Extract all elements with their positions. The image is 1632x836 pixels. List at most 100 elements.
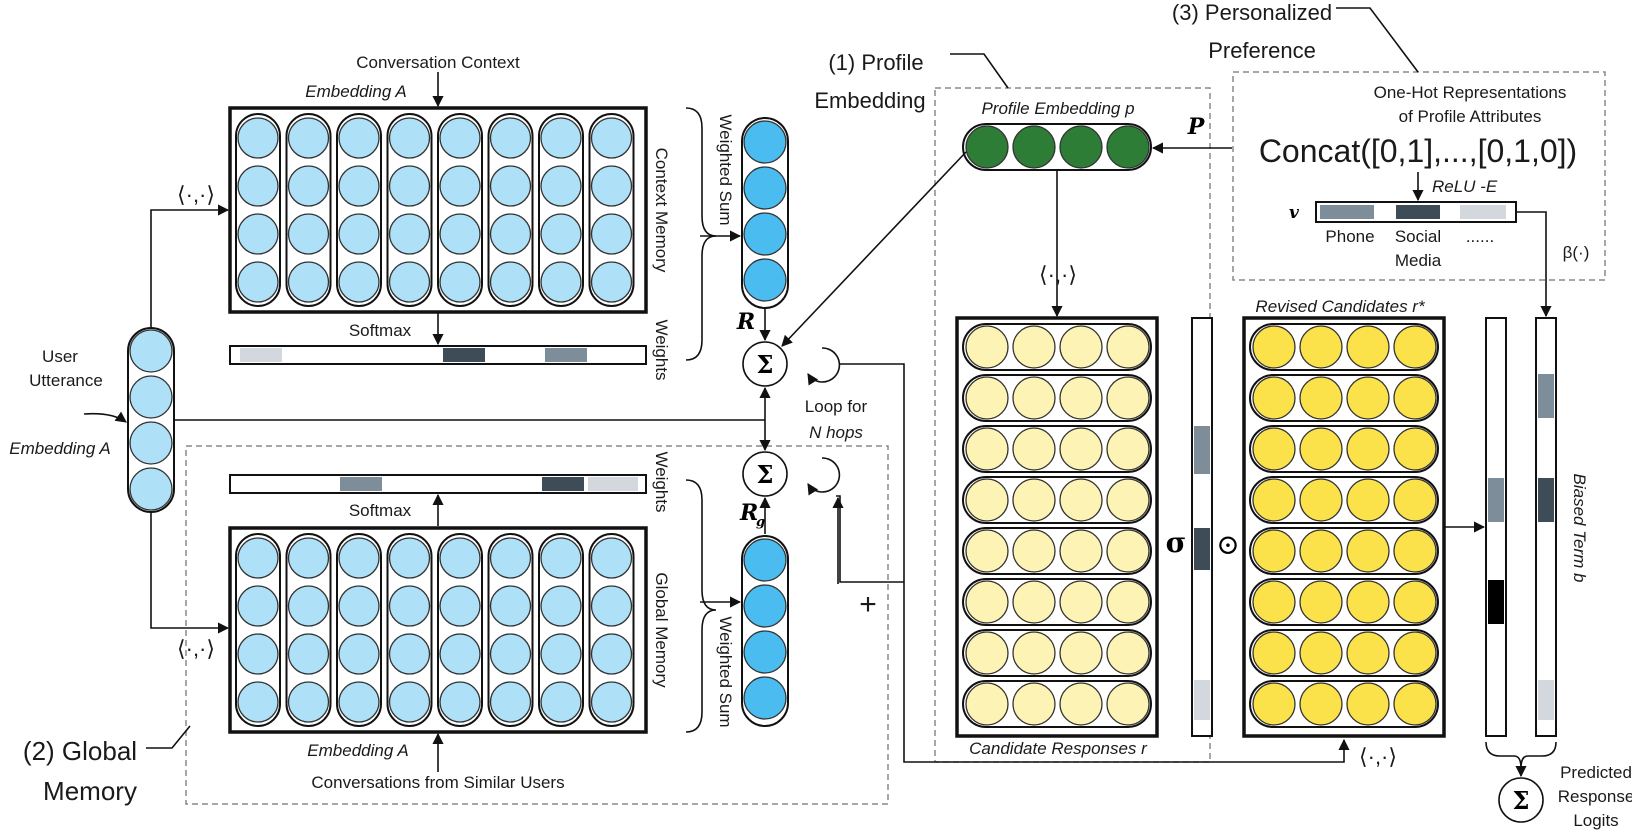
memory-cell <box>287 261 330 303</box>
memory-cell <box>338 165 380 207</box>
revised-row <box>1249 425 1439 473</box>
context-output-cells <box>743 120 787 302</box>
memory-cell <box>439 681 481 723</box>
biased-term-bar <box>1535 317 1557 737</box>
revised-cell <box>1252 682 1296 726</box>
global-weight-dark <box>542 477 584 491</box>
global-memory-region <box>185 445 889 805</box>
memory-cell <box>540 213 582 255</box>
memory-slot-column <box>285 113 332 307</box>
global-output-cell <box>743 538 787 582</box>
revised-candidates-label: Revised Candidates r* <box>1255 297 1426 316</box>
global-output-cell <box>743 584 787 628</box>
sigma-icon: σ <box>1166 526 1187 559</box>
softmax-bottom-label: Softmax <box>349 501 412 520</box>
memory-cell <box>540 681 582 723</box>
social-label-line2: Media <box>1395 251 1442 270</box>
conversations-similar-label: Conversations from Similar Users <box>311 773 564 792</box>
memory-cell <box>590 165 633 207</box>
memory-cell <box>439 261 481 303</box>
memory-cell <box>489 633 532 675</box>
candidate-row <box>962 425 1152 473</box>
personalized-title-line1: (3) Personalized <box>1172 0 1332 25</box>
global-memory-label: Global Memory <box>652 572 671 688</box>
social-label-line1: Social <box>1395 227 1441 246</box>
revised-cell <box>1346 478 1390 522</box>
revised-cell <box>1393 478 1437 522</box>
user-utterance-cell <box>129 421 173 465</box>
candidate-cell <box>965 529 1009 573</box>
memory-cell <box>540 537 582 579</box>
global-brace <box>685 479 717 733</box>
memory-cell <box>287 165 330 207</box>
gate-mid <box>1194 426 1210 474</box>
memory-cell <box>590 213 633 255</box>
final-sum-node <box>1498 777 1544 823</box>
bias-dark <box>1538 478 1554 522</box>
profile-cell <box>1059 125 1103 169</box>
memory-cell <box>338 681 380 723</box>
profile-title-line2: Embedding <box>814 88 925 113</box>
memory-cell <box>287 585 330 627</box>
inner-product-revised-label: ⟨·,·⟩ <box>1359 744 1397 769</box>
candidate-cell <box>965 376 1009 420</box>
revised-cell <box>1299 529 1343 573</box>
context-memory-label: Context Memory <box>652 148 671 273</box>
revised-cell <box>1252 325 1296 369</box>
revised-cell <box>1393 529 1437 573</box>
memory-cell <box>237 585 279 627</box>
memory-slot-column <box>437 113 483 307</box>
global-output-cell <box>743 630 787 674</box>
memory-cell <box>439 213 481 255</box>
memory-slot-column <box>538 113 584 307</box>
memory-cell <box>237 633 279 675</box>
candidate-rows <box>962 323 1152 728</box>
logit-black <box>1488 580 1504 624</box>
revised-cell <box>1299 580 1343 624</box>
memory-cell <box>439 165 481 207</box>
candidate-cell <box>965 427 1009 471</box>
candidate-cell <box>1012 325 1056 369</box>
p-matrix-label: P <box>1187 114 1206 140</box>
embedding-a-bottom-label: Embedding A <box>307 741 408 760</box>
user-utterance-line1: User <box>42 347 78 366</box>
memory-cell <box>388 537 431 579</box>
memory-cell <box>338 213 380 255</box>
revised-row <box>1249 374 1439 422</box>
gate-light <box>1194 680 1210 720</box>
revised-row <box>1249 323 1439 371</box>
memory-slot-column <box>487 113 534 307</box>
revised-cell <box>1252 478 1296 522</box>
candidate-cell <box>1059 580 1103 624</box>
memory-slot-column <box>336 533 382 727</box>
memory-cell <box>590 117 633 159</box>
memory-slot-column <box>285 533 332 727</box>
candidate-cell <box>965 631 1009 675</box>
revised-row <box>1249 476 1439 524</box>
revised-cell <box>1393 631 1437 675</box>
memory-slot-column <box>386 113 433 307</box>
candidate-cell <box>1059 682 1103 726</box>
memory-cell <box>590 633 633 675</box>
revised-cell <box>1346 631 1390 675</box>
memory-cell <box>540 117 582 159</box>
plus-icon: + <box>859 588 877 621</box>
candidate-cell <box>1059 631 1103 675</box>
loop-for-label: Loop for <box>805 397 868 416</box>
bias-light <box>1538 680 1554 720</box>
revised-cell <box>1346 682 1390 726</box>
softmax-top-label: Softmax <box>349 321 412 340</box>
context-weight-dark <box>443 348 485 362</box>
memory-cell <box>388 213 431 255</box>
profile-cell <box>965 125 1009 169</box>
v-phone <box>1320 205 1374 219</box>
revised-cell <box>1346 427 1390 471</box>
candidate-cell <box>1106 376 1150 420</box>
candidate-cell <box>1059 427 1103 471</box>
weighted-sum-bottom-label: Weighted Sum <box>716 616 735 727</box>
candidate-cell <box>965 682 1009 726</box>
output-brace <box>1485 741 1557 769</box>
memory-cell <box>237 537 279 579</box>
profile-cell <box>1012 125 1056 169</box>
